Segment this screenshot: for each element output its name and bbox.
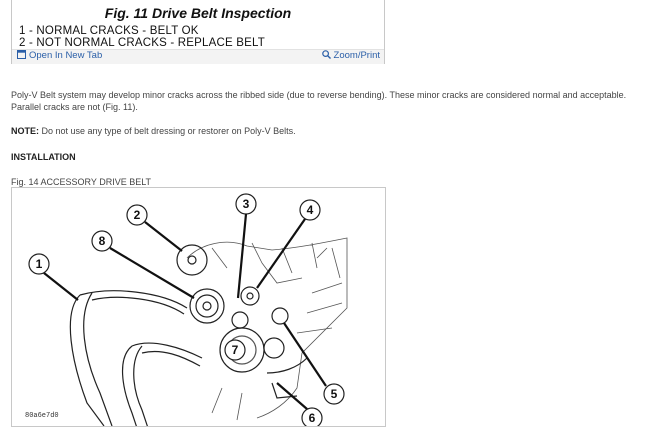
note-label: NOTE: — [11, 126, 39, 136]
figure-14-caption: Fig. 14 ACCESSORY DRIVE BELT — [11, 177, 152, 187]
zoom-print-link[interactable]: Zoom/Print — [321, 50, 380, 61]
pulley-alternator — [271, 307, 289, 325]
note-paragraph: NOTE: Do not use any type of belt dressi… — [11, 125, 296, 137]
callout-5 — [323, 383, 345, 405]
callout-2-label: 2 — [134, 208, 141, 222]
callout-2 — [126, 204, 148, 226]
new-tab-icon — [17, 50, 26, 59]
pulley-idler — [231, 311, 249, 329]
callout-3-label: 3 — [243, 197, 250, 211]
open-in-new-tab-label: Open In New Tab — [29, 50, 103, 61]
callout-6-label: 6 — [309, 411, 316, 425]
callout-7-label: 7 — [232, 343, 239, 357]
figure-11-toolbar — [12, 49, 384, 64]
callout-1-label: 1 — [36, 257, 43, 271]
installation-heading: INSTALLATION — [11, 152, 76, 162]
figure-11-legend-2: 2 - NOT NORMAL CRACKS - REPLACE BELT — [19, 37, 265, 49]
drive-belt — [69, 290, 203, 426]
figure-image-code: 80a6e7d0 — [25, 412, 59, 420]
callout-8 — [91, 230, 113, 252]
engine-outline — [186, 237, 348, 421]
magnifier-icon — [321, 50, 331, 59]
open-in-new-tab-link[interactable]: Open In New Tab — [17, 50, 102, 61]
figure-11-box: Fig. 11 Drive Belt Inspection 1 - NORMAL… — [11, 0, 385, 64]
callout-4-label: 4 — [307, 203, 314, 217]
pulley-tensioner — [240, 286, 260, 306]
figure-11-title: Fig. 11 Drive Belt Inspection — [104, 5, 292, 21]
accessory-drive-belt-drawing: 1 2 3 4 5 6 7 8 — [28, 193, 348, 426]
callout-4 — [299, 199, 321, 221]
figure-11-legend-1: 1 - NORMAL CRACKS - BELT OK — [19, 25, 199, 37]
callout-8-label: 8 — [99, 234, 106, 248]
note-text: Do not use any type of belt dressing or … — [41, 126, 296, 136]
callout-7 — [224, 339, 246, 361]
pulley-power-steering — [176, 244, 208, 276]
figure-14-diagram[interactable]: 1 2 3 4 5 6 7 8 80a6e7d0 — [11, 187, 386, 427]
callout-5-label: 5 — [331, 387, 338, 401]
belt-cracks-paragraph: Poly-V Belt system may develop minor cra… — [11, 90, 627, 112]
pulley-crankshaft-damper — [189, 288, 225, 324]
zoom-print-label: Zoom/Print — [333, 50, 380, 61]
callout-1 — [28, 253, 50, 275]
